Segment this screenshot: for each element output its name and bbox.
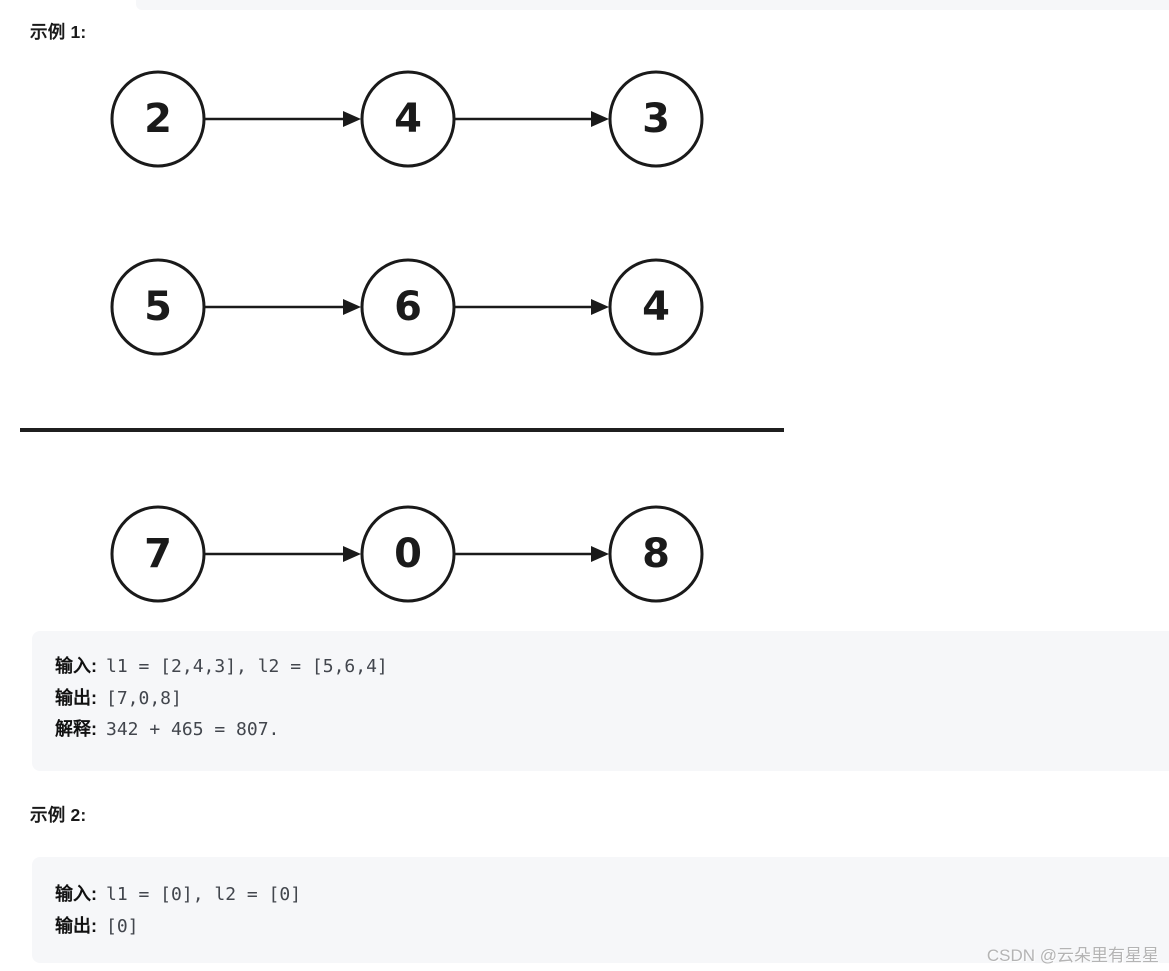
code-line-explanation: 解释: 342 + 465 = 807.: [55, 714, 1149, 746]
code-line-output: 输出: [0]: [55, 911, 1149, 943]
arrow-head-icon: [343, 546, 361, 562]
example1-code-block: 输入: l1 = [2,4,3], l2 = [5,6,4] 输出: [7,0,8]…: [32, 631, 1169, 771]
linked-list-diagram: 2 4 3 5 6 4 7 0: [0, 55, 800, 625]
node-value: 8: [642, 531, 670, 577]
input-value: l1 = [0], l2 = [0]: [106, 884, 302, 905]
input-label: 输入:: [55, 884, 97, 904]
list-node-circle: [110, 505, 206, 603]
arrow-head-icon: [591, 111, 609, 127]
arrow-head-icon: [343, 299, 361, 315]
list-node-circle: [110, 258, 206, 356]
output-label: 输出:: [55, 687, 97, 708]
csdn-watermark: CSDN @云朵里有星星: [986, 946, 1159, 965]
list-node-circle: [608, 258, 704, 356]
linked-list-svg: 2 4 3 5 6 4 7 0: [20, 70, 784, 603]
node-value: 0: [394, 531, 422, 577]
node-value: 4: [394, 96, 422, 142]
list-node-circle: [360, 258, 456, 356]
input-label: 输入:: [55, 656, 97, 676]
arrow-head-icon: [591, 299, 609, 315]
node-value: 2: [144, 96, 172, 142]
node-value: 5: [144, 284, 172, 330]
output-label: 输出:: [55, 915, 97, 936]
node-value: 6: [394, 284, 422, 330]
explanation-label: 解释:: [55, 719, 97, 739]
arrow-head-icon: [343, 111, 361, 127]
list-node-circle: [608, 505, 704, 603]
example1-heading: 示例 1:: [30, 22, 87, 42]
list-node-circle: [360, 505, 456, 603]
cropped-code-block-remnant: [136, 0, 1169, 10]
list-row-l2: 5 6 4: [110, 258, 704, 356]
input-value: l1 = [2,4,3], l2 = [5,6,4]: [106, 656, 388, 677]
output-value: [0]: [106, 915, 139, 937]
list-row-result: 7 0 8: [110, 505, 704, 603]
list-node-circle: [608, 70, 704, 168]
node-value: 3: [642, 96, 670, 142]
example2-code-block: 输入: l1 = [0], l2 = [0] 输出: [0]: [32, 857, 1169, 963]
output-value: [7,0,8]: [106, 687, 182, 709]
list-node-circle: [110, 70, 206, 168]
explanation-value: 342 + 465 = 807.: [106, 719, 280, 740]
example2-heading: 示例 2:: [30, 805, 87, 825]
list-node-circle: [360, 70, 456, 168]
arrow-head-icon: [591, 546, 609, 562]
list-row-l1: 2 4 3: [110, 70, 704, 168]
code-line-input: 输入: l1 = [0], l2 = [0]: [55, 879, 1149, 911]
node-value: 7: [144, 531, 172, 577]
node-value: 4: [642, 284, 670, 330]
code-line-input: 输入: l1 = [2,4,3], l2 = [5,6,4]: [55, 651, 1149, 683]
code-line-output: 输出: [7,0,8]: [55, 683, 1149, 715]
